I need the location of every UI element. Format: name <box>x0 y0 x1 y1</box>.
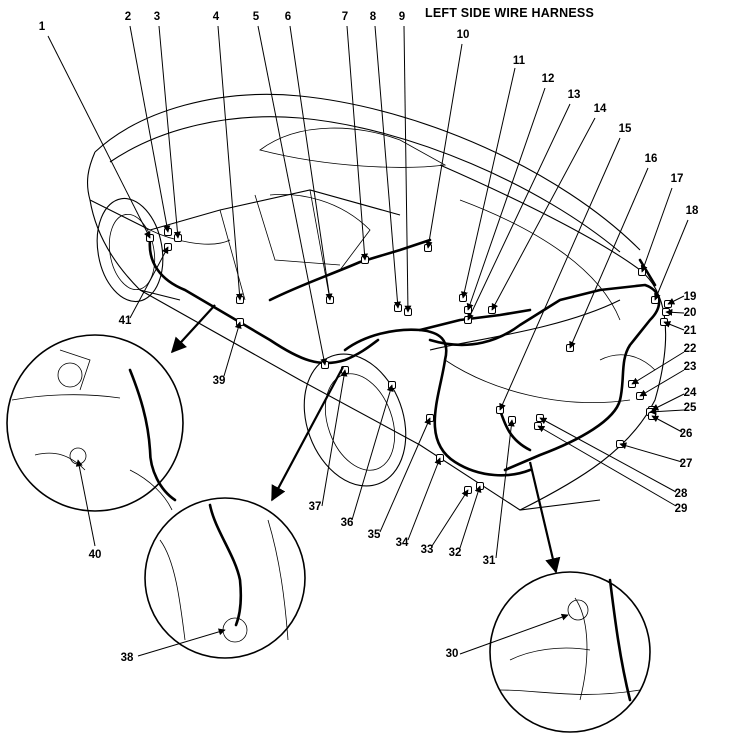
callout-8: 8 <box>370 11 377 23</box>
leader-line-39 <box>223 321 242 377</box>
leader-line-14 <box>491 117 596 311</box>
leader-line-5 <box>257 25 328 366</box>
leader-line-41 <box>129 246 169 319</box>
leader-line-22 <box>631 351 685 385</box>
leader-line-2 <box>129 25 171 233</box>
leader-line-15 <box>499 137 621 411</box>
leader-line-23 <box>639 369 685 397</box>
leader-line-25 <box>649 408 685 416</box>
leader-line-35 <box>379 417 431 533</box>
callout-10: 10 <box>457 29 470 41</box>
leader-line-6 <box>289 25 333 301</box>
callout-16: 16 <box>645 153 658 165</box>
callout-11: 11 <box>513 55 526 67</box>
leader-line-40 <box>75 459 96 547</box>
leader-line-18 <box>654 219 689 301</box>
leader-line-11 <box>460 67 516 299</box>
callout-22: 22 <box>684 343 697 355</box>
callout-28: 28 <box>675 488 688 500</box>
callout-6: 6 <box>285 11 291 23</box>
leader-line-36 <box>351 384 394 521</box>
leader-line-26 <box>651 415 683 433</box>
leader-line-33 <box>431 489 469 547</box>
callout-36: 36 <box>341 517 354 529</box>
leader-line-28 <box>539 417 677 493</box>
leader-line-37 <box>321 369 348 507</box>
callout-15: 15 <box>619 123 632 135</box>
leader-line-4 <box>217 25 243 301</box>
leader-line-16 <box>569 167 649 349</box>
callout-25: 25 <box>684 402 697 414</box>
leader-line-19 <box>667 295 685 305</box>
callout-40: 40 <box>89 549 102 561</box>
leader-line-10 <box>425 43 463 249</box>
leader-line-32 <box>459 485 482 549</box>
callout-38: 38 <box>121 652 134 664</box>
leader-line-20 <box>665 308 685 316</box>
leader-line-12 <box>466 87 546 311</box>
callout-39: 39 <box>213 375 226 387</box>
leader-line-13 <box>467 103 571 321</box>
callout-3: 3 <box>154 11 160 23</box>
callout-21: 21 <box>684 325 697 337</box>
callout-26: 26 <box>680 428 693 440</box>
callout-29: 29 <box>675 503 688 515</box>
detail-view-38 <box>144 497 306 659</box>
callout-23: 23 <box>684 361 697 373</box>
callout-20: 20 <box>684 307 697 319</box>
diagram-title: LEFT SIDE WIRE HARNESS <box>425 6 594 20</box>
callout-41: 41 <box>119 315 132 327</box>
callout-leaders <box>47 25 689 657</box>
leader-line-31 <box>495 419 515 559</box>
leader-line-27 <box>619 442 683 463</box>
callout-7: 7 <box>342 11 348 23</box>
callout-4: 4 <box>213 11 220 23</box>
callout-14: 14 <box>594 103 607 115</box>
callout-9: 9 <box>399 11 405 23</box>
callout-30: 30 <box>446 648 459 660</box>
callout-27: 27 <box>680 458 693 470</box>
leader-line-24 <box>651 393 685 411</box>
callout-2: 2 <box>125 11 131 23</box>
callout-13: 13 <box>568 89 581 101</box>
callout-33: 33 <box>421 544 434 556</box>
callout-19: 19 <box>684 291 697 303</box>
callout-24: 24 <box>684 387 697 399</box>
callout-18: 18 <box>686 205 699 217</box>
callout-31: 31 <box>483 555 496 567</box>
detail-view-40 <box>6 334 184 512</box>
leader-line-34 <box>407 457 441 541</box>
callout-17: 17 <box>671 173 684 185</box>
leader-line-9 <box>403 25 412 313</box>
callout-12: 12 <box>542 73 555 85</box>
leader-line-8 <box>374 25 401 309</box>
leader-line-3 <box>158 25 181 239</box>
leader-line-21 <box>663 321 685 331</box>
detail-view-30 <box>489 571 651 733</box>
leader-line-1 <box>47 35 151 239</box>
leader-line-38 <box>137 628 226 657</box>
callout-35: 35 <box>368 529 381 541</box>
leader-line-29 <box>537 425 677 507</box>
leader-line-30 <box>459 613 569 655</box>
callout-32: 32 <box>449 547 462 559</box>
callout-37: 37 <box>309 501 322 513</box>
callout-5: 5 <box>253 11 260 23</box>
leader-line-7 <box>346 25 369 261</box>
callout-1: 1 <box>39 21 46 33</box>
wire-harness-routing <box>148 238 661 477</box>
detail-pointer-arrows <box>170 304 561 574</box>
leader-line-17 <box>640 187 673 273</box>
callout-34: 34 <box>396 537 409 549</box>
